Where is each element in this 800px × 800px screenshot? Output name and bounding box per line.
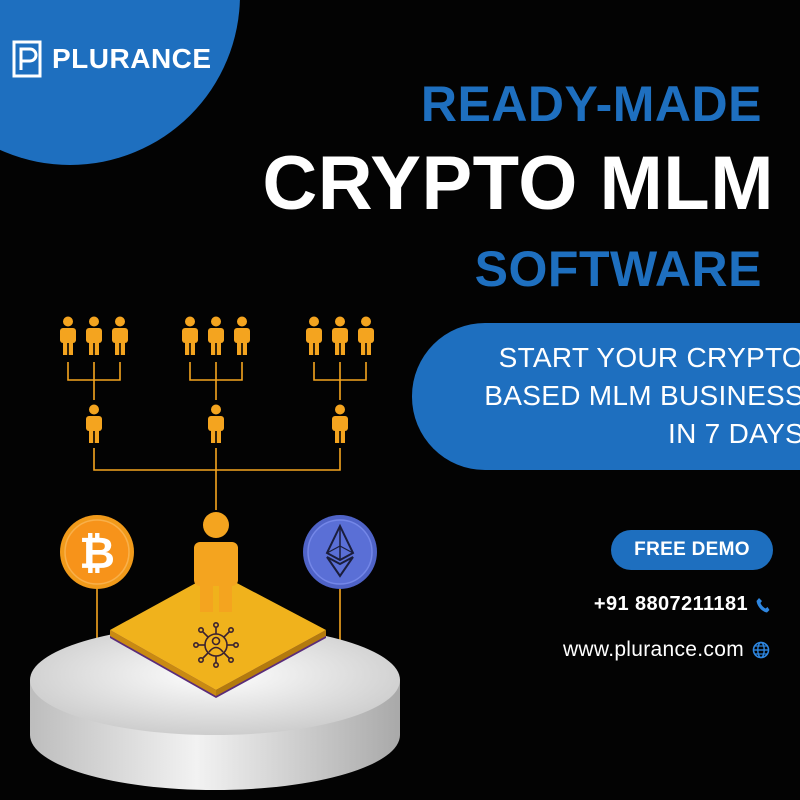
platform-diamond [110, 572, 326, 698]
free-demo-button[interactable]: FREE DEMO [611, 530, 773, 570]
brand-logo: PLURANCE [12, 40, 212, 78]
plurance-logo-icon [12, 40, 42, 78]
tagline-line-1: START YOUR CRYPTO [498, 342, 800, 373]
website-contact[interactable]: www.plurance.com [563, 638, 770, 662]
headline-line-2: CRYPTO MLM [262, 141, 774, 226]
tagline-line-2: BASED MLM BUSINESS [484, 380, 800, 411]
network-middle-row [86, 404, 348, 443]
website-link[interactable]: www.plurance.com [562, 638, 744, 661]
headline-line-1: READY-MADE [420, 76, 762, 132]
bitcoin-icon: ₿ [60, 515, 134, 589]
phone-number[interactable]: +91 8807211181 [593, 593, 748, 615]
globe-icon [752, 641, 770, 659]
ethereum-icon [303, 515, 377, 589]
network-user-icon [193, 621, 240, 668]
phone-icon [756, 597, 770, 612]
brand-name: PLURANCE [52, 43, 212, 74]
headline-line-3: SOFTWARE [474, 241, 762, 297]
network-group-right [306, 316, 374, 355]
network-group-left [60, 316, 128, 355]
tagline-banner: START YOUR CRYPTO BASED MLM BUSINESS IN … [412, 323, 800, 470]
svg-text:₿: ₿ [79, 528, 115, 579]
tagline-line-3: IN 7 DAYS [667, 418, 800, 449]
mlm-network-illustration: ₿ [30, 316, 400, 790]
main-user-figure [194, 512, 238, 612]
network-group-center [182, 316, 250, 355]
phone-contact[interactable]: +91 8807211181 [594, 593, 770, 616]
logo-background-circle [0, 0, 240, 165]
